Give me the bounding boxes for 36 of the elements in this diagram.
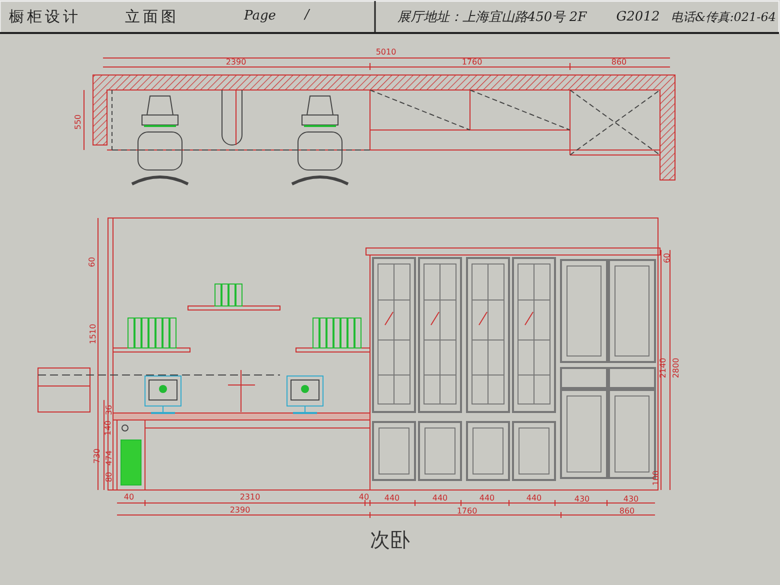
dimension-label: 550 xyxy=(74,114,82,130)
dimension-label: 2800 xyxy=(672,358,680,378)
dimension-label: 430 xyxy=(574,494,590,504)
dimension-label: 1760 xyxy=(456,506,478,516)
dimension-label: 60 xyxy=(88,256,96,268)
header-text: / xyxy=(304,8,310,22)
dimension-label: 2310 xyxy=(240,492,260,502)
header-text: 展厅地址：上海宜山路450号 2F xyxy=(397,9,587,26)
dimension-label: 430 xyxy=(623,494,639,504)
dimension-label: 2390 xyxy=(226,58,246,66)
header-text: G2012 xyxy=(616,10,660,24)
dimension-label: 140 xyxy=(104,420,112,436)
dimension-label: 2390 xyxy=(230,506,250,514)
dimension-label: 730 xyxy=(92,448,102,464)
dimension-label: 860 xyxy=(619,506,635,516)
header-text: Page xyxy=(244,8,276,24)
dimension-label: 1510 xyxy=(88,324,98,344)
dimension-label: 36 xyxy=(104,404,114,416)
dimension-label: 440 xyxy=(526,494,542,502)
room-label: 次卧 xyxy=(370,526,410,554)
dimension-label: 5010 xyxy=(376,48,396,56)
dimension-label: 40 xyxy=(124,492,134,502)
dimension-label: 440 xyxy=(479,494,495,502)
dimension-label: 440 xyxy=(384,494,400,502)
dimension-label: 2140 xyxy=(658,358,668,378)
header-title: 立面图 xyxy=(125,8,179,26)
dimension-label: 80 xyxy=(104,472,114,482)
dimension-label: 60 xyxy=(662,252,672,264)
dimension-label: 474 xyxy=(104,450,114,466)
header-title: 橱柜设计 xyxy=(9,8,81,26)
dimension-label: 40 xyxy=(358,492,370,502)
dimension-label: 100 xyxy=(652,470,660,486)
header-text: 电话&传真:021-64 xyxy=(671,11,776,23)
dimension-label: 1760 xyxy=(462,58,482,66)
dimension-label: 440 xyxy=(432,494,448,502)
dimension-label: 860 xyxy=(611,58,627,66)
